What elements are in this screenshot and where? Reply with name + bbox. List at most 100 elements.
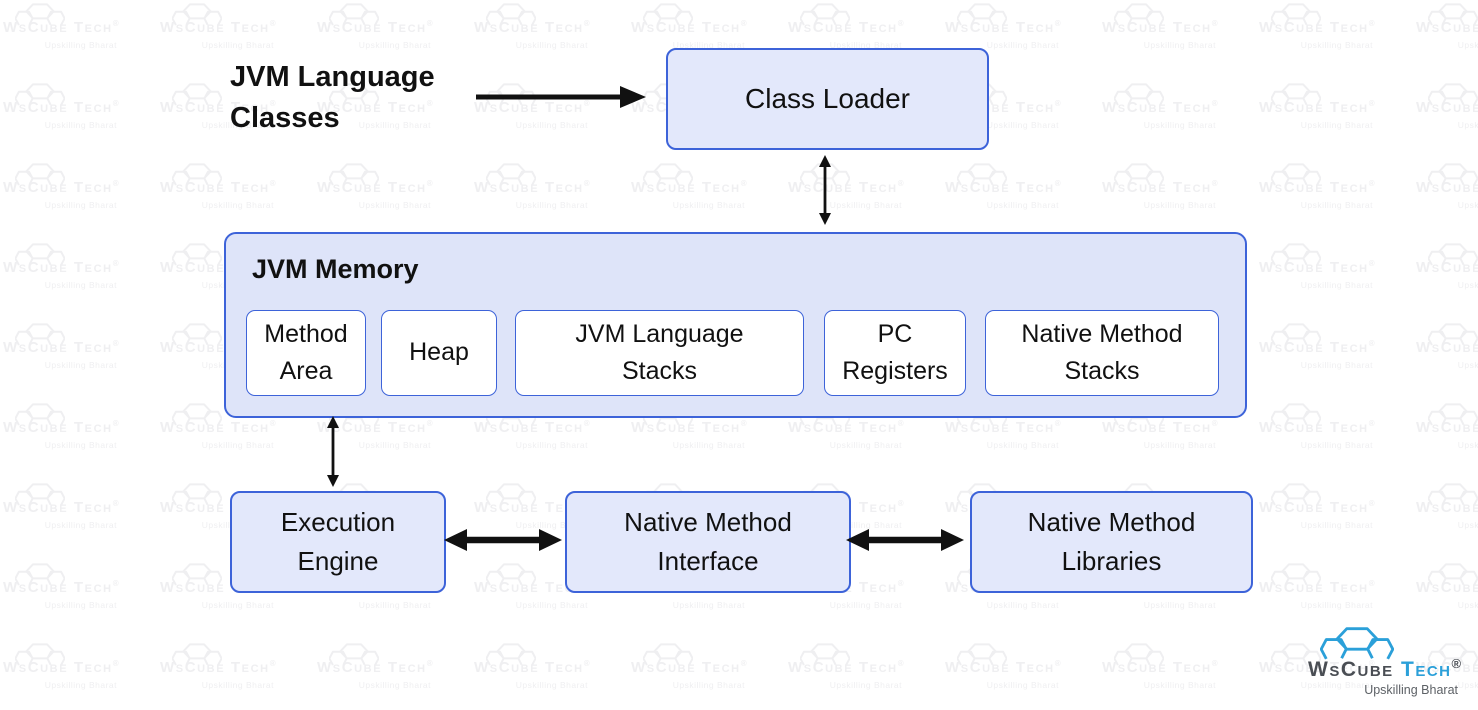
hexagons-icon	[1271, 563, 1321, 586]
watermark-tile: WsCube Tech®Upskilling Bharat	[945, 643, 1063, 697]
watermark-tagline: Upskilling Bharat	[1300, 600, 1373, 610]
watermark-brand: WsCube Tech®	[788, 419, 904, 436]
watermark-tagline: Upskilling Bharat	[44, 120, 117, 130]
watermark-tagline: Upskilling Bharat	[1300, 520, 1373, 530]
watermark-tile: WsCube Tech®Upskilling Bharat	[1259, 163, 1377, 217]
registered-trademark-icon: ®	[897, 659, 904, 668]
watermark-tile: WsCube Tech®Upskilling Bharat	[317, 403, 435, 457]
watermark-tile: WsCube Tech®Upskilling Bharat	[474, 83, 592, 137]
watermark-brand: WsCube Tech®	[317, 99, 433, 116]
registered-trademark-icon: ®	[1054, 179, 1061, 188]
registered-trademark-icon: ®	[269, 99, 276, 108]
hexagons-icon	[15, 483, 65, 506]
hexagons-icon	[1114, 83, 1164, 106]
hexagons-icon	[172, 3, 222, 26]
hexagons-icon	[643, 3, 693, 26]
hexagons-icon	[172, 163, 222, 186]
watermark-tile: WsCube Tech®Upskilling Bharat	[945, 163, 1063, 217]
watermark-tile: WsCube Tech®Upskilling Bharat	[1259, 563, 1377, 617]
watermark-tagline: Upskilling Bharat	[201, 680, 274, 690]
watermark-tagline: Upskilling Bharat	[1300, 40, 1373, 50]
hexagons-icon	[15, 3, 65, 26]
watermark-tagline: Upskilling Bharat	[829, 440, 902, 450]
watermark-brand: WsCube Tech®	[1416, 659, 1478, 676]
watermark-brand: WsCube Tech®	[3, 499, 119, 516]
hexagons-icon	[800, 163, 850, 186]
watermark-tagline: Upskilling Bharat	[201, 440, 274, 450]
registered-trademark-icon: ®	[112, 579, 119, 588]
watermark-tagline: Upskilling Bharat	[1300, 680, 1373, 690]
watermark-tile: WsCube Tech®Upskilling Bharat	[317, 163, 435, 217]
class-loader-box: Class Loader	[666, 48, 989, 150]
watermark-tagline: Upskilling Bharat	[986, 200, 1059, 210]
watermark-tagline: Upskilling Bharat	[1300, 120, 1373, 130]
watermark-tagline: Upskilling Bharat	[1457, 280, 1478, 290]
hexagons-icon	[1271, 163, 1321, 186]
watermark-tagline: Upskilling Bharat	[358, 600, 431, 610]
watermark-tagline: Upskilling Bharat	[1457, 440, 1478, 450]
watermark-brand: WsCube Tech®	[1416, 259, 1478, 276]
watermark-tagline: Upskilling Bharat	[1457, 40, 1478, 50]
watermark-tile: WsCube Tech®Upskilling Bharat	[945, 3, 1063, 57]
watermark-tile: WsCube Tech®Upskilling Bharat	[631, 643, 749, 697]
watermark-brand: WsCube Tech®	[474, 179, 590, 196]
watermark-tile: WsCube Tech®Upskilling Bharat	[3, 323, 121, 377]
watermark-tagline: Upskilling Bharat	[672, 200, 745, 210]
watermark-tile: WsCube Tech®Upskilling Bharat	[1416, 563, 1478, 617]
hexagons-icon	[15, 243, 65, 266]
watermark-tile: WsCube Tech® Upskilling Bharat	[160, 643, 278, 697]
registered-trademark-icon: ®	[112, 499, 119, 508]
arrow-classloader-to-memory-icon	[819, 155, 831, 225]
watermark-brand: WsCube Tech®	[1102, 659, 1218, 676]
watermark-tile: WsCube Tech®Upskilling Bharat	[3, 163, 121, 217]
arrow-classes-to-classloader-icon	[476, 86, 646, 108]
watermark-tile: WsCube Tech®Upskilling Bharat	[3, 403, 121, 457]
hexagons-icon	[800, 643, 850, 666]
watermark-tile: WsCube Tech®Upskilling Bharat	[1416, 643, 1478, 697]
watermark-tile: WsCube Tech®Upskilling Bharat	[474, 643, 592, 697]
registered-trademark-icon: ®	[1211, 659, 1218, 668]
registered-trademark-icon: ®	[740, 419, 747, 428]
watermark-tagline: Upskilling Bharat	[1143, 680, 1216, 690]
watermark-brand: WsCube Tech®	[474, 99, 590, 116]
watermark-tile: WsCube Tech®Upskilling Bharat	[3, 83, 121, 137]
watermark-tagline: Upskilling Bharat	[829, 200, 902, 210]
registered-trademark-icon: ®	[112, 659, 119, 668]
registered-trademark-icon: ®	[1211, 419, 1218, 428]
watermark-tagline: Upskilling Bharat	[829, 600, 902, 610]
hexagons-icon	[1114, 163, 1164, 186]
watermark-brand: WsCube Tech®	[160, 659, 276, 676]
registered-trademark-icon: ®	[1211, 179, 1218, 188]
watermark-brand: WsCube Tech®	[788, 19, 904, 36]
watermark-tile: WsCube Tech®Upskilling Bharat	[631, 3, 749, 57]
watermark-tagline: Upskilling Bharat	[1457, 120, 1478, 130]
watermark-brand: WsCube Tech®	[3, 19, 119, 36]
registered-trademark-icon: ®	[112, 419, 119, 428]
hexagons-icon	[800, 3, 850, 26]
hexagons-icon	[172, 643, 222, 666]
registered-trademark-icon: ®	[1368, 259, 1375, 268]
watermark-brand: WsCube Tech®	[160, 99, 276, 116]
registered-trademark-icon: ®	[1054, 659, 1061, 668]
hexagons-icon	[1271, 83, 1321, 106]
registered-trademark-icon: ®	[1054, 99, 1061, 108]
hexagons-icon	[1428, 403, 1478, 426]
watermark-tile: WsCube Tech®Upskilling Bharat	[317, 83, 435, 137]
registered-trademark-icon: ®	[583, 179, 590, 188]
watermark-tagline: Upskilling Bharat	[201, 120, 274, 130]
watermark-tile: WsCube Tech®Upskilling Bharat	[1416, 483, 1478, 537]
watermark-brand: WsCube Tech®	[3, 179, 119, 196]
hexagons-icon	[1428, 163, 1478, 186]
method-area-box: Method Area	[246, 310, 366, 396]
watermark-tagline: Upskilling Bharat	[986, 600, 1059, 610]
hexagons-icon	[329, 163, 379, 186]
watermark-brand: WsCube Tech®	[474, 19, 590, 36]
watermark-tile: WsCube Tech®Upskilling Bharat	[1259, 83, 1377, 137]
registered-trademark-icon: ®	[426, 179, 433, 188]
watermark-tagline: Upskilling Bharat	[358, 200, 431, 210]
native-method-libraries-label: Native Method Libraries	[1027, 507, 1196, 576]
jvm-memory-container: JVM Memory Method Area Heap JVM Language…	[224, 232, 1247, 418]
hexagons-icon	[15, 403, 65, 426]
watermark-tile: WsCube Tech®Upskilling Bharat	[631, 163, 749, 217]
watermark-brand: WsCube Tech®	[1416, 19, 1478, 36]
